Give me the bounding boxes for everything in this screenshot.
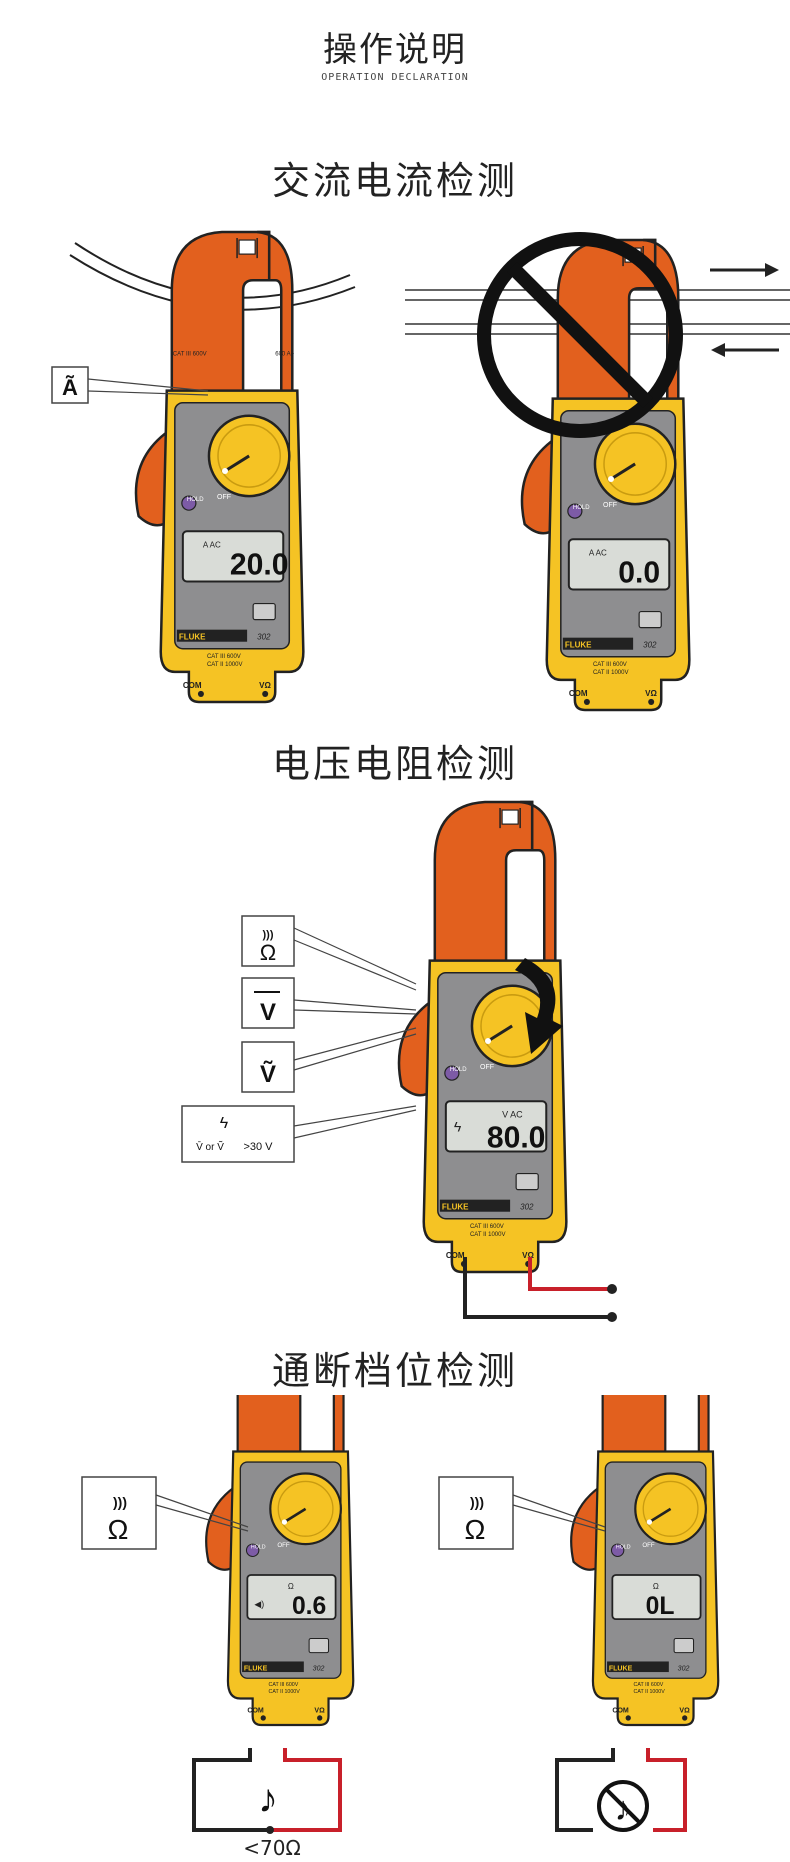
meter-voltage: ϟ V AC 80.0 HOLD OFF FLUKE 302 CAT III 6…	[397, 800, 568, 1274]
lcd-unit: A AC	[589, 548, 607, 557]
ac-volt-symbol: Ṽ	[260, 1060, 276, 1088]
continuity-sound-icon: )))	[113, 1494, 127, 1510]
off-label: OFF	[480, 1064, 494, 1071]
ohm-symbol: Ω	[260, 940, 276, 965]
model-label: 302	[520, 1203, 534, 1212]
hold-label: HOLD	[187, 497, 204, 503]
callout-ac-amps: Ã	[51, 366, 209, 404]
com-label: COM	[612, 1708, 629, 1715]
jaw-cat-label: CAT III 600V	[173, 352, 207, 358]
threshold-label: <70Ω	[243, 1836, 301, 1860]
cat-label-1: CAT III 600V	[470, 1224, 504, 1230]
continuity-sound-icon: )))	[263, 929, 274, 941]
v-label: VΩ	[314, 1708, 325, 1715]
ohm-symbol: Ω	[465, 1514, 486, 1545]
off-label: OFF	[277, 1542, 290, 1549]
callout-continuity-left: ))) Ω	[81, 1476, 249, 1550]
hold-label: HOLD	[616, 1545, 631, 1551]
open-circuit: ♪	[555, 1748, 687, 1832]
hazard-voltage-icon: ϟ	[220, 1115, 229, 1132]
section-title-continuity: 通断档位检测	[271, 1349, 518, 1393]
music-note-icon: ♪	[615, 1790, 632, 1828]
lcd-reading: 0.6	[292, 1593, 326, 1620]
callout-continuity-right: ))) Ω	[438, 1476, 606, 1550]
lcd-unit: A AC	[203, 540, 221, 549]
section-title-ac-current: 交流电流检测	[271, 159, 518, 203]
v-label: VΩ	[645, 689, 657, 698]
hazard-symbols: V̄ or Ṽ	[196, 1140, 224, 1153]
section-title-voltage-resistance: 电压电阻检测	[271, 742, 518, 786]
model-label: 302	[257, 633, 271, 642]
cat-label-2: CAT II 1000V	[207, 662, 243, 668]
cat-label-1: CAT III 600V	[593, 662, 627, 668]
brand-label: FLUKE	[244, 1665, 268, 1672]
hold-label: HOLD	[573, 505, 590, 511]
meter-ac-current: A AC 20.0 HOLD OFF FLUKE 302 CAT III 600…	[134, 230, 305, 704]
prohibited-icon	[477, 232, 683, 438]
hold-label: HOLD	[251, 1545, 266, 1551]
model-label: 302	[643, 641, 657, 650]
v-label: VΩ	[259, 681, 271, 690]
meter-continuity-closed: Ω ◀) 0.6 HOLD OFF FLUKE 302 CAT III 600V…	[205, 1395, 355, 1727]
com-label: COM	[569, 689, 588, 698]
rotate-dial-arrow	[515, 958, 563, 1054]
hazard-icon: ϟ	[454, 1118, 462, 1134]
cat-label-2: CAT II 1000V	[269, 1689, 301, 1695]
cat-label-2: CAT II 1000V	[634, 1689, 666, 1695]
off-label: OFF	[603, 502, 617, 509]
continuity-sound-icon: )))	[470, 1494, 484, 1510]
cat-label-2: CAT II 1000V	[470, 1232, 506, 1238]
lcd-unit: Ω	[653, 1582, 659, 1591]
lcd-reading: 0L	[646, 1593, 675, 1620]
brand-label: FLUKE	[179, 633, 206, 642]
model-label: 302	[678, 1665, 690, 1672]
cat-label-1: CAT III 600V	[269, 1682, 299, 1688]
music-note-icon: ♪	[258, 1777, 278, 1821]
hold-label: HOLD	[450, 1067, 467, 1073]
callouts-voltage-panel: ))) Ω V Ṽ ϟ V̄ or Ṽ >30 V	[181, 915, 417, 1163]
brand-label: FLUKE	[565, 641, 592, 650]
meter-continuity-open: Ω 0L HOLD OFF FLUKE 302 CAT III 600V CAT…	[570, 1395, 720, 1727]
v-label: VΩ	[522, 1251, 534, 1260]
model-label: 302	[313, 1665, 325, 1672]
ohm-symbol: Ω	[108, 1514, 129, 1545]
off-label: OFF	[642, 1542, 655, 1549]
hazard-label: >30 V	[243, 1141, 273, 1153]
lcd-reading: 20.0	[230, 548, 289, 581]
current-direction-arrows	[710, 263, 779, 357]
com-label: COM	[247, 1708, 264, 1715]
speaker-icon: ◀)	[254, 1599, 264, 1609]
lcd-unit: V AC	[502, 1109, 523, 1119]
brand-label: FLUKE	[442, 1203, 469, 1212]
dc-volt-symbol: V	[260, 999, 276, 1026]
test-leads	[463, 1257, 617, 1322]
page-subtitle: OPERATION DECLARATION	[321, 72, 469, 83]
cat-label-1: CAT III 600V	[207, 654, 241, 660]
page-title: 操作说明	[323, 30, 467, 70]
com-label: COM	[446, 1251, 465, 1260]
closed-circuit: ♪	[192, 1748, 342, 1834]
off-label: OFF	[217, 494, 231, 501]
meter-incorrect-clamp: A AC 0.0 HOLD OFF FLUKE 302 CAT III 600V…	[520, 238, 691, 712]
ac-amp-symbol: Ã	[62, 375, 78, 400]
cat-label-1: CAT III 600V	[634, 1682, 664, 1688]
jaw-rating-label: 600 A~	[275, 352, 294, 358]
lcd-unit: Ω	[288, 1582, 294, 1591]
cat-label-2: CAT II 1000V	[593, 670, 629, 676]
com-label: COM	[183, 681, 202, 690]
v-label: VΩ	[679, 1708, 690, 1715]
brand-label: FLUKE	[609, 1665, 633, 1672]
lcd-reading: 80.0	[487, 1121, 546, 1154]
lcd-reading: 0.0	[618, 556, 660, 589]
